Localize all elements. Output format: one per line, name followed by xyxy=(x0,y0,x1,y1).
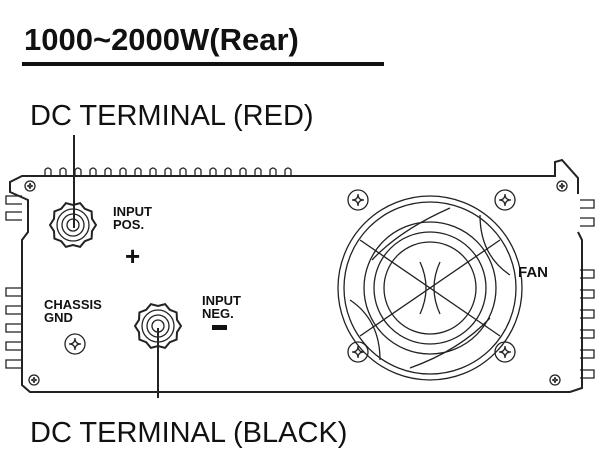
fin xyxy=(59,167,67,176)
fin xyxy=(269,167,277,176)
fin xyxy=(134,167,142,176)
fin xyxy=(119,167,127,176)
fin xyxy=(5,323,22,333)
minus-sign xyxy=(212,325,227,330)
fin xyxy=(580,349,595,359)
top-fins xyxy=(44,167,292,176)
diagram-title: 1000~2000W(Rear) xyxy=(24,22,299,57)
chassis-gnd-label-2: GND xyxy=(44,310,73,325)
dc-terminal-red-label: DC TERMINAL (RED) xyxy=(30,100,314,132)
fin xyxy=(209,167,217,176)
fin xyxy=(254,167,262,176)
rear-panel xyxy=(5,158,595,393)
fin xyxy=(284,167,292,176)
input-neg-label: INPUT xyxy=(202,293,241,308)
fin xyxy=(194,167,202,176)
screw-icon xyxy=(494,189,516,211)
fin xyxy=(89,167,97,176)
screw-icon xyxy=(28,374,40,386)
dc-terminal-black-label: DC TERMINAL (BLACK) xyxy=(30,417,347,449)
fin xyxy=(5,195,22,205)
fin xyxy=(580,289,595,299)
input-pos-label: INPUT xyxy=(113,204,152,219)
screw-icon xyxy=(347,341,369,363)
fin xyxy=(580,369,595,379)
terminal-nut xyxy=(133,302,183,350)
fin xyxy=(149,167,157,176)
fin xyxy=(224,167,232,176)
fin xyxy=(164,167,172,176)
plus-sign: + xyxy=(125,241,140,271)
fin xyxy=(580,309,595,319)
fin xyxy=(239,167,247,176)
fin xyxy=(580,329,595,339)
screw-icon xyxy=(64,333,86,355)
screw-icon xyxy=(549,374,561,386)
screw-icon xyxy=(347,189,369,211)
input-pos-label-2: POS. xyxy=(113,217,144,232)
input-neg-label-2: NEG. xyxy=(202,306,234,321)
fan-label: FAN xyxy=(518,264,548,281)
chassis-gnd-label: CHASSIS xyxy=(44,297,102,312)
fin xyxy=(5,287,22,297)
fin xyxy=(44,167,52,176)
screws xyxy=(24,180,568,386)
side-fins xyxy=(5,195,595,379)
fin xyxy=(5,341,22,351)
fin xyxy=(580,269,595,279)
fin xyxy=(5,305,22,315)
fin xyxy=(580,199,595,209)
fin xyxy=(580,217,595,227)
fin xyxy=(5,359,22,369)
screw-icon xyxy=(556,180,568,192)
fin xyxy=(179,167,187,176)
fan xyxy=(337,195,523,381)
screw-icon xyxy=(24,180,36,192)
terminal-nut xyxy=(48,201,98,249)
fin xyxy=(5,211,22,221)
fin xyxy=(104,167,112,176)
fin xyxy=(74,167,82,176)
screw-icon xyxy=(494,341,516,363)
